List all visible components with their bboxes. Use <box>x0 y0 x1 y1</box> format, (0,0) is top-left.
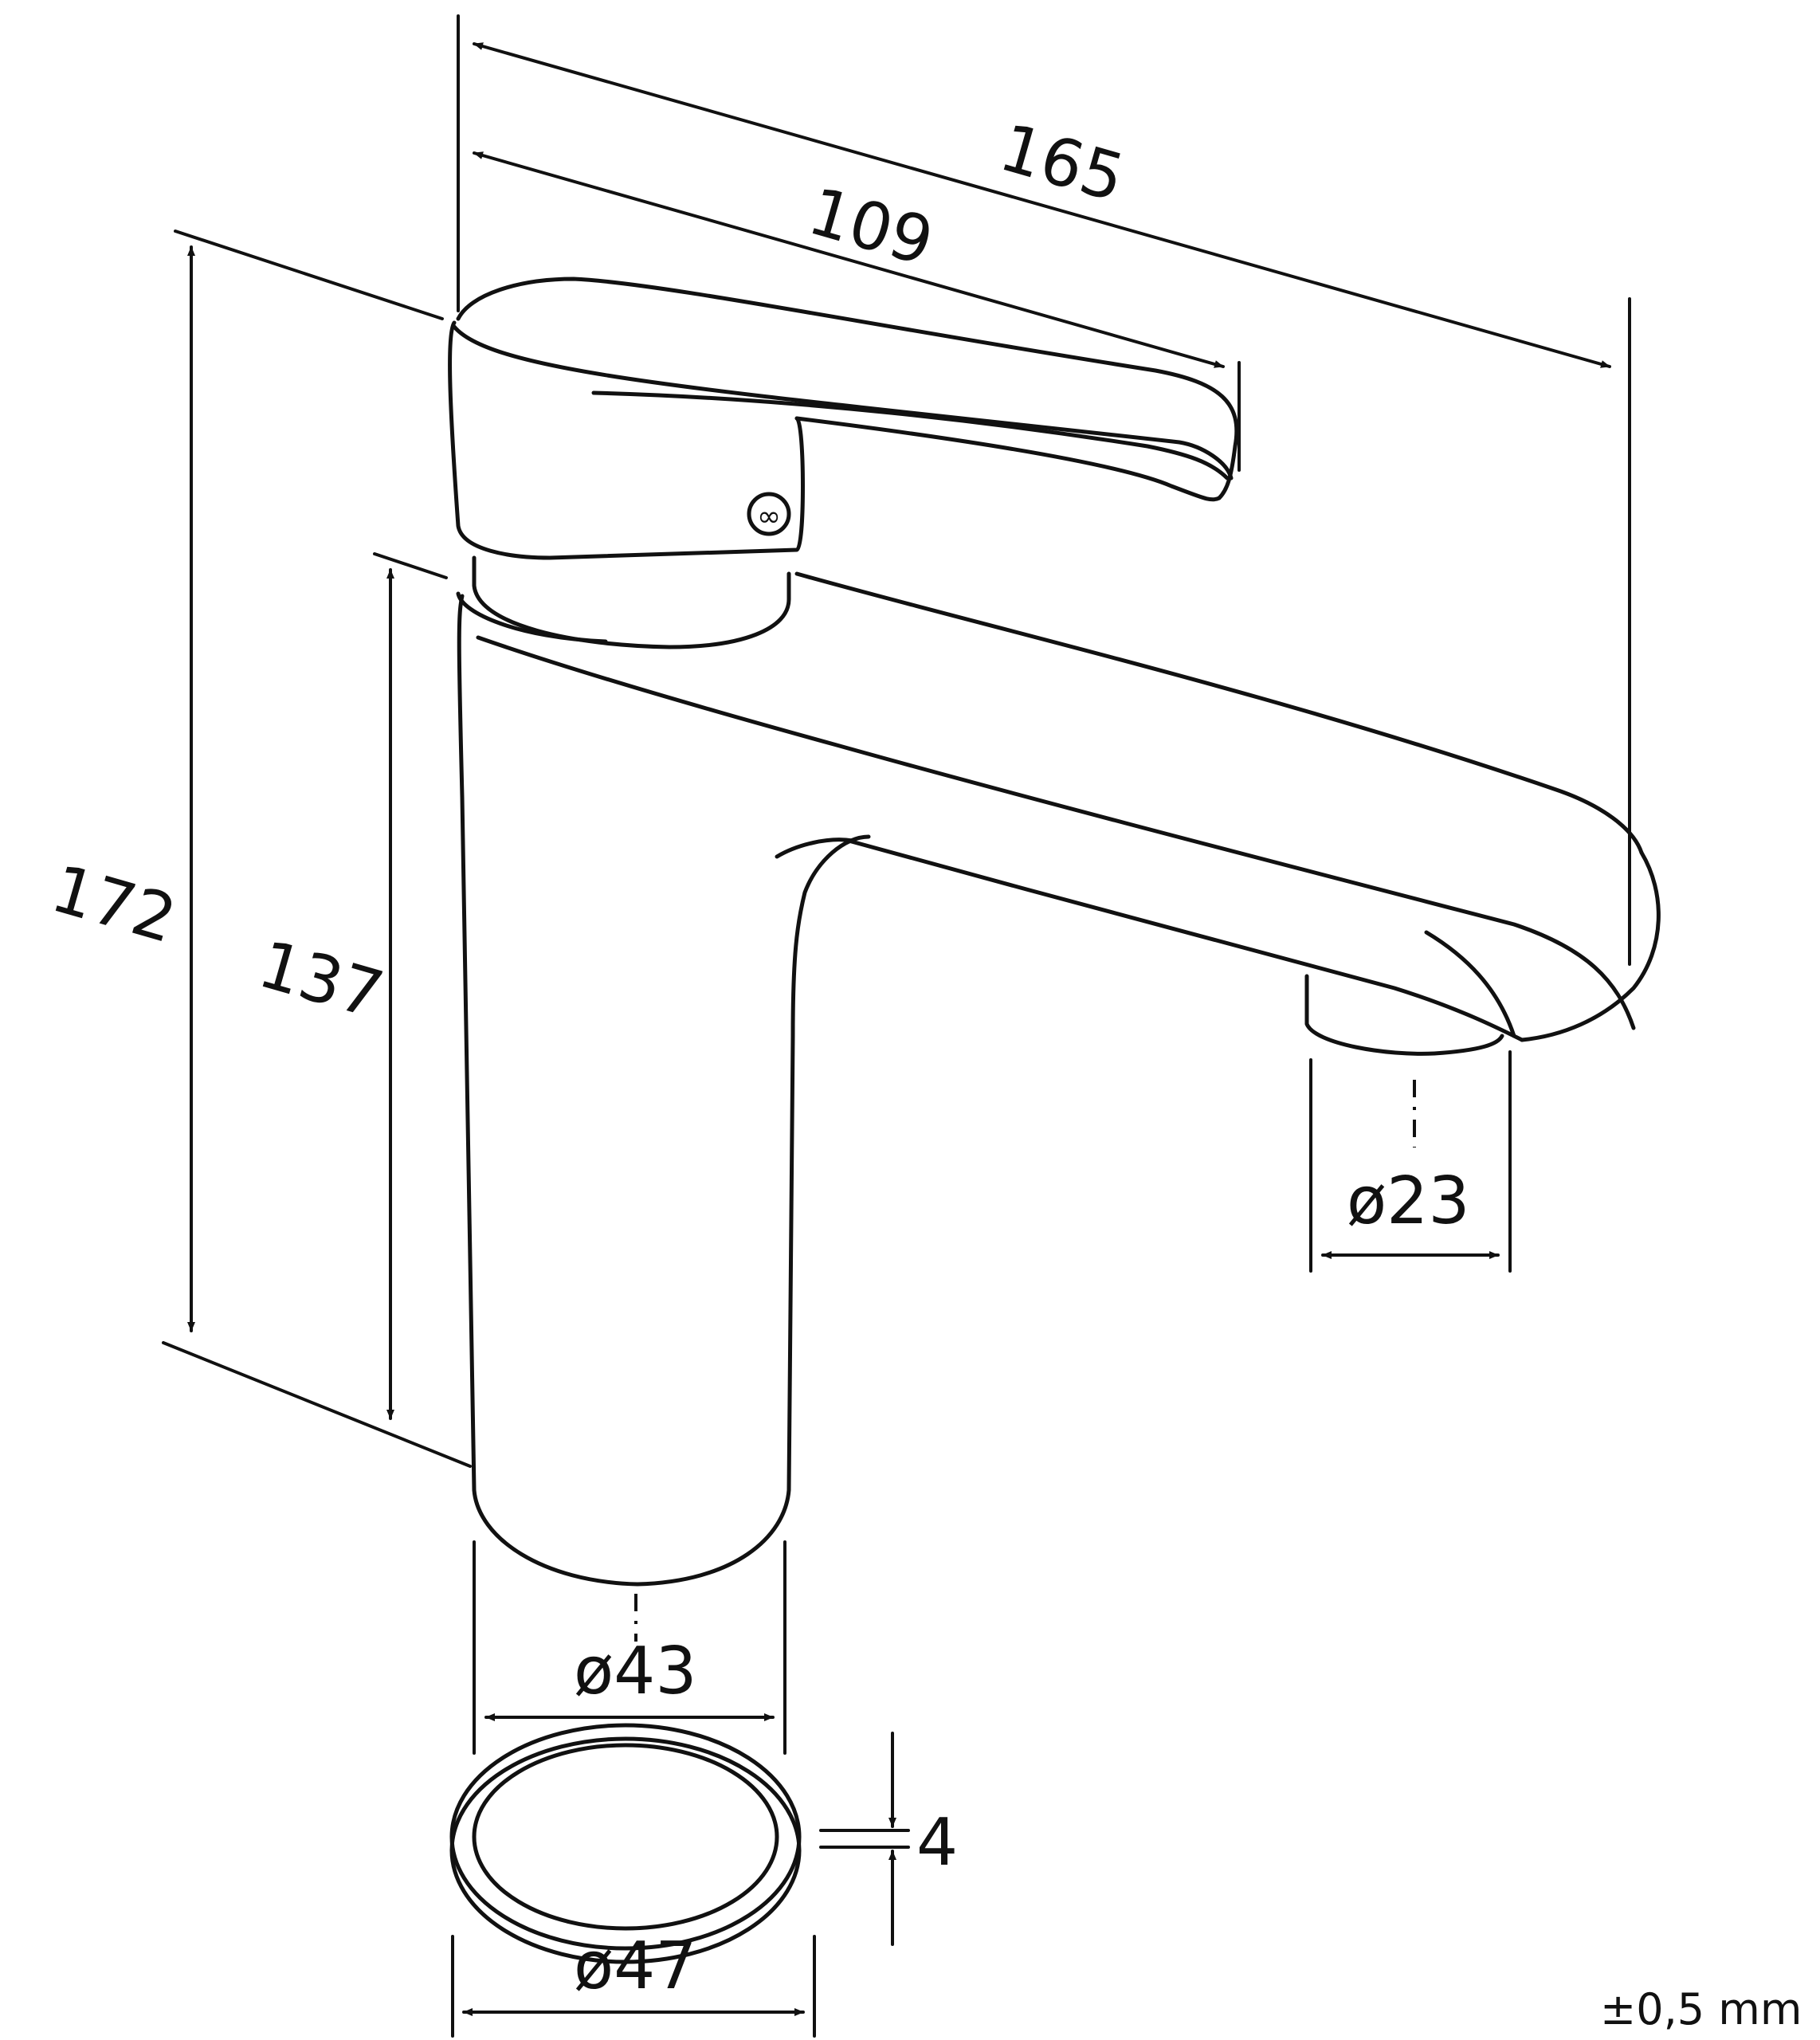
label-172: 172 <box>43 851 184 958</box>
label-ø47: ø47 <box>574 1928 697 2004</box>
screw-cap-icon <box>747 492 791 536</box>
base-ring <box>449 1723 802 1964</box>
lever-bottom-edge <box>794 416 1222 502</box>
aerator <box>1304 974 1504 1056</box>
screw-cap-symbol: ∞ <box>757 500 781 533</box>
lever-handle <box>448 320 805 560</box>
spout-underside <box>846 838 1524 1042</box>
ring-outer <box>449 1723 802 1951</box>
spout-inner-line <box>775 838 855 859</box>
dim-line-109 <box>473 151 1225 368</box>
spout-nose <box>1520 850 1661 1042</box>
label-ø23: ø23 <box>1347 1163 1470 1239</box>
dim-line-165 <box>473 42 1611 368</box>
label-137: 137 <box>250 927 391 1034</box>
extension-lines <box>162 14 1631 2038</box>
body-top-edge <box>476 635 1636 1030</box>
lever-grip-line <box>591 390 1230 481</box>
faucet-outline: ∞ <box>448 277 1661 1587</box>
dimension-arrows <box>187 42 1611 2016</box>
label-4: 4 <box>916 1805 958 1881</box>
spout-top-edge <box>794 571 1644 855</box>
collar-ring <box>472 555 791 649</box>
lever-top <box>456 277 1239 500</box>
label-ø43: ø43 <box>574 1634 697 1709</box>
lever-underside <box>452 324 1234 481</box>
ring-outer-lower <box>449 1736 802 1964</box>
label-165: 165 <box>991 110 1132 217</box>
label-109: 109 <box>800 174 941 280</box>
spout-curve <box>1424 930 1516 1038</box>
tolerance-note: ±0,5 mm <box>1600 1984 1802 2034</box>
ring-inner <box>472 1743 779 1931</box>
body-front-edge <box>457 594 871 1587</box>
